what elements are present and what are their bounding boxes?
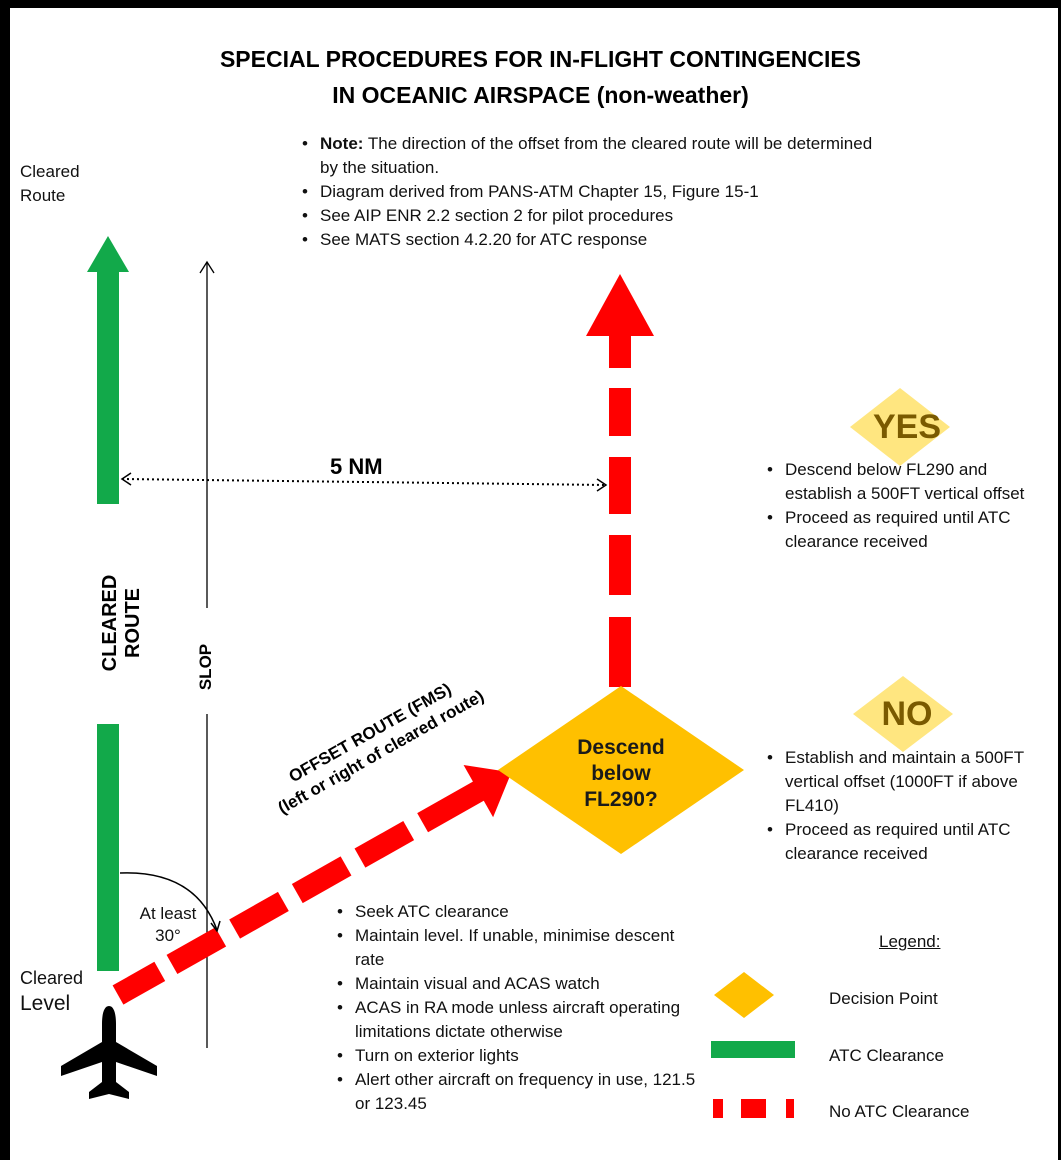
- cleared-route-top-line-2: Route: [20, 186, 66, 205]
- distance-arrow-right: [596, 478, 608, 492]
- red-dash: [609, 617, 631, 687]
- cleared-level-line-2: Level: [20, 992, 71, 1015]
- yes-actions: Descend below FL290 and establish a 500F…: [765, 458, 1055, 554]
- action-item: Alert other aircraft on frequency in use…: [337, 1068, 705, 1116]
- red-dash: [229, 891, 289, 939]
- note-label: Note:: [320, 134, 364, 153]
- cleared-route-line-lower: [97, 724, 119, 971]
- red-dash: [609, 535, 631, 595]
- angle-label-line-2: 30°: [155, 926, 181, 945]
- slop-arrowhead: [199, 260, 215, 274]
- legend-decision-point: Decision Point: [829, 989, 938, 1008]
- red-dash: [354, 820, 415, 868]
- distance-line: [121, 478, 607, 486]
- cleared-route-top-label: Cleared Route: [20, 160, 80, 208]
- note-item: Note: The direction of the offset from t…: [302, 132, 900, 180]
- red-dash: [291, 856, 352, 904]
- red-dash: [166, 927, 227, 975]
- distance-label: 5 NM: [330, 454, 383, 479]
- yes-diamond: [850, 388, 950, 466]
- red-dash: [112, 961, 166, 1005]
- no-action-item: Establish and maintain a 500FT vertical …: [767, 746, 1055, 818]
- action-item: Turn on exterior lights: [337, 1044, 705, 1068]
- airplane-icon: [61, 1006, 157, 1099]
- red-dash: [417, 780, 486, 833]
- offset-route-arrowhead-up: [586, 274, 654, 336]
- legend-red-dash-icon: [713, 1099, 723, 1118]
- contingency-actions: Seek ATC clearance Maintain level. If un…: [335, 900, 705, 1116]
- yes-action-item: Proceed as required until ATC clearance …: [767, 506, 1055, 554]
- decision-text-line-1: Descend: [577, 736, 665, 759]
- action-item: ACAS in RA mode unless aircraft operatin…: [337, 996, 705, 1044]
- offset-route-arrowhead: [463, 765, 512, 818]
- legend-green-bar-icon: [711, 1041, 795, 1058]
- action-item: Seek ATC clearance: [337, 900, 705, 924]
- no-actions: Establish and maintain a 500FT vertical …: [765, 746, 1055, 866]
- decision-text-line-3: FL290?: [584, 788, 658, 811]
- decision-text: Descend below FL290?: [551, 735, 691, 813]
- decision-diamond: [498, 686, 744, 854]
- yes-label: YES: [872, 408, 942, 446]
- offset-route-diagonal: [112, 765, 512, 1005]
- cleared-route-vertical-label: CLEARED ROUTE: [99, 574, 144, 672]
- red-dash: [609, 457, 631, 514]
- cleared-level-label: Cleared Level: [20, 965, 83, 1017]
- legend-atc-clearance: ATC Clearance: [829, 1046, 944, 1065]
- red-dash: [609, 333, 631, 368]
- title-line-2: IN OCEANIC AIRSPACE (non-weather): [332, 82, 749, 108]
- title-line-1: SPECIAL PROCEDURES FOR IN-FLIGHT CONTING…: [219, 46, 862, 72]
- cleared-route-line-upper: [97, 270, 119, 504]
- red-dash: [609, 388, 631, 436]
- angle-arc: [119, 872, 218, 931]
- cleared-route-top-line-1: Cleared: [20, 162, 80, 181]
- legend-title: Legend:: [879, 932, 941, 951]
- legend-red-dash-icon: [786, 1099, 794, 1118]
- notes-block: Note: The direction of the offset from t…: [300, 132, 900, 252]
- no-diamond: [853, 676, 953, 752]
- action-item: Maintain visual and ACAS watch: [337, 972, 705, 996]
- note-text: The direction of the offset from the cle…: [320, 134, 873, 177]
- action-item: Maintain level. If unable, minimise desc…: [337, 924, 705, 972]
- note-item: See MATS section 4.2.20 for ATC response: [302, 228, 900, 252]
- slop-label: SLOP: [196, 643, 215, 691]
- no-label: NO: [881, 695, 933, 733]
- cleared-route-arrowhead: [87, 236, 129, 272]
- angle-label: At least 30°: [123, 903, 213, 947]
- note-item: See AIP ENR 2.2 section 2 for pilot proc…: [302, 204, 900, 228]
- no-action-item: Proceed as required until ATC clearance …: [767, 818, 1055, 866]
- note-item: Diagram derived from PANS-ATM Chapter 15…: [302, 180, 900, 204]
- cleared-level-line-1: Cleared: [20, 968, 84, 988]
- legend-no-atc-clearance: No ATC Clearance: [829, 1102, 970, 1121]
- legend-diamond-icon: [714, 972, 774, 1018]
- angle-arc-arrowhead: [210, 920, 221, 933]
- distance-arrow-left: [120, 472, 132, 486]
- decision-text-line-2: below: [591, 762, 651, 785]
- angle-label-line-1: At least: [139, 904, 197, 923]
- yes-action-item: Descend below FL290 and establish a 500F…: [767, 458, 1055, 506]
- legend-red-dash-icon: [741, 1099, 766, 1118]
